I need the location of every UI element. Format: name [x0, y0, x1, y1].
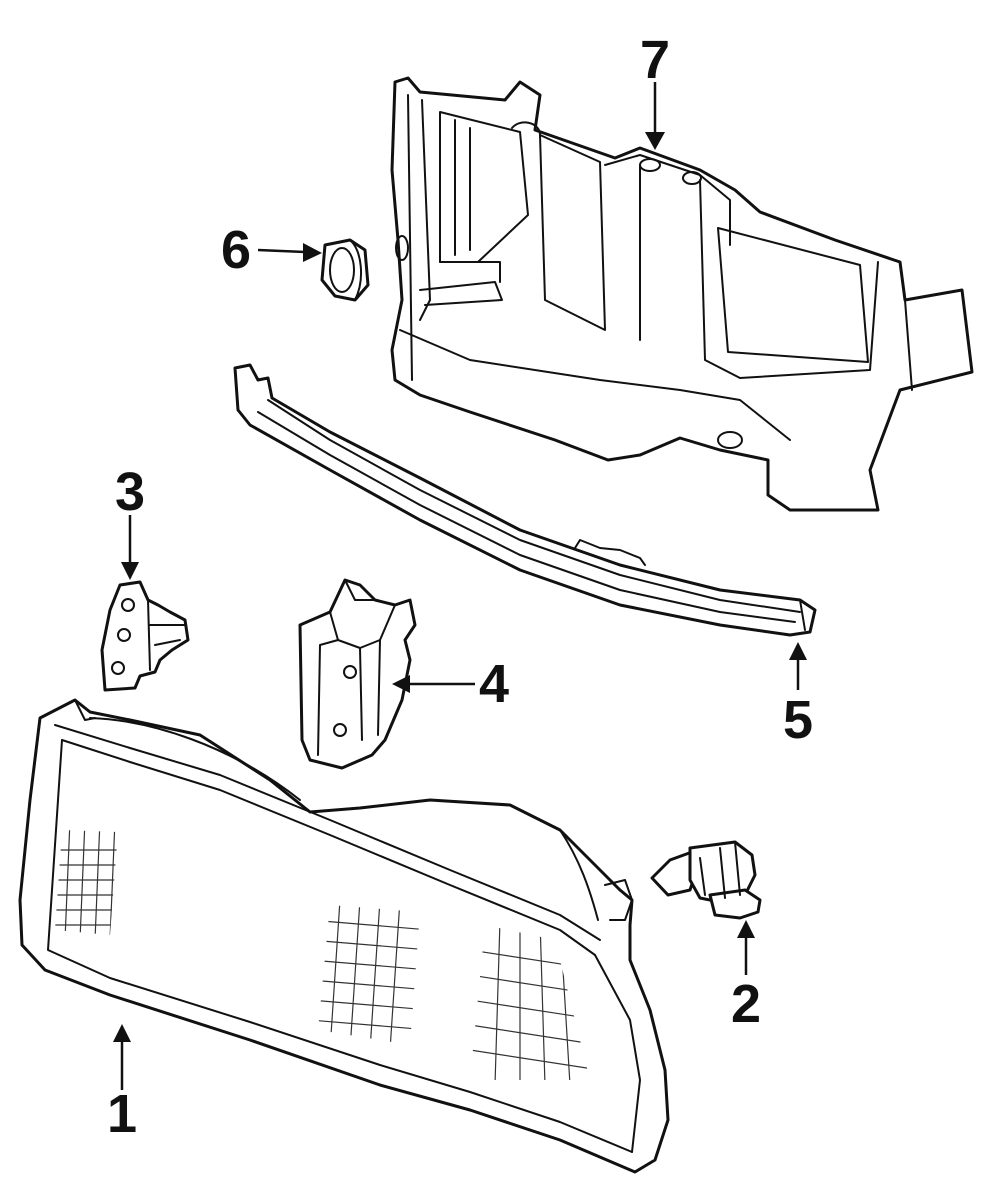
callout-3: 3	[115, 462, 145, 522]
filler-strip	[233, 363, 817, 637]
side-bracket	[100, 580, 190, 692]
headlamp-housing	[390, 76, 974, 512]
headlamp-assembly	[18, 698, 670, 1174]
callout-6: 6	[221, 220, 251, 280]
callout-2: 2	[731, 974, 761, 1034]
callout-4: 4	[479, 654, 509, 714]
callout-leaders	[113, 82, 807, 1090]
callout-5: 5	[783, 690, 813, 750]
callout-7: 7	[640, 30, 670, 90]
grommet	[320, 238, 370, 302]
bulb-socket	[650, 840, 762, 920]
mounting-bracket	[298, 578, 417, 770]
callout-1: 1	[107, 1084, 137, 1144]
